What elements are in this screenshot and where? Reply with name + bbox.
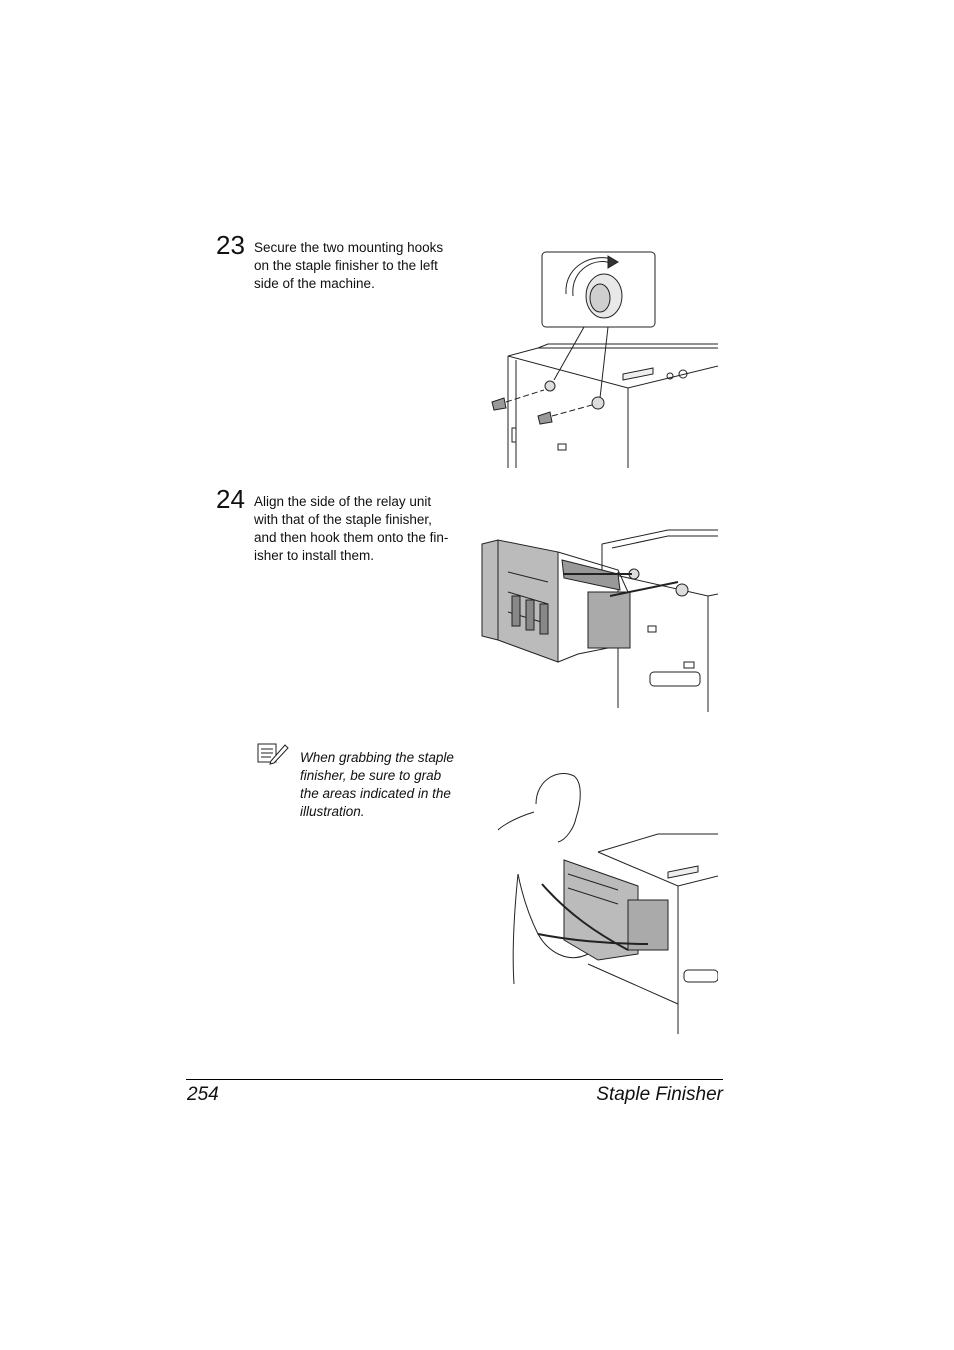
step-23-number: 23 bbox=[216, 230, 245, 260]
section-title: Staple Finisher bbox=[596, 1084, 723, 1105]
footer-rule bbox=[186, 1079, 723, 1080]
grab-finisher-illustration bbox=[497, 773, 718, 1034]
step-24-text: Align the side of the relay unit with th… bbox=[254, 493, 448, 565]
step-23-line-3: side of the machine. bbox=[254, 276, 375, 291]
note-line-2: finisher, be sure to grab bbox=[300, 768, 442, 783]
step-24-line-4: isher to install them. bbox=[254, 548, 375, 563]
step-23-line-2: on the staple finisher to the left bbox=[254, 258, 438, 273]
mounting-hooks-illustration bbox=[491, 251, 718, 468]
note-line-3: the areas indicated in the bbox=[300, 786, 451, 801]
note-line-4: illustration. bbox=[300, 804, 365, 819]
step-23-line-1: Secure the two mounting hooks bbox=[254, 240, 444, 255]
step-23-text: Secure the two mounting hooks on the sta… bbox=[254, 239, 443, 293]
step-24-line-2: with that of the staple finisher, bbox=[254, 512, 432, 527]
attach-finisher-illustration bbox=[481, 529, 718, 712]
note-text: When grabbing the staple finisher, be su… bbox=[300, 749, 454, 821]
step-24-number: 24 bbox=[216, 484, 245, 514]
page-number: 254 bbox=[187, 1084, 219, 1105]
step-24-line-1: Align the side of the relay unit bbox=[254, 494, 432, 509]
note-pencil-icon bbox=[257, 743, 289, 765]
note-line-1: When grabbing the staple bbox=[300, 750, 454, 765]
step-24-line-3: and then hook them onto the fin- bbox=[254, 530, 449, 545]
